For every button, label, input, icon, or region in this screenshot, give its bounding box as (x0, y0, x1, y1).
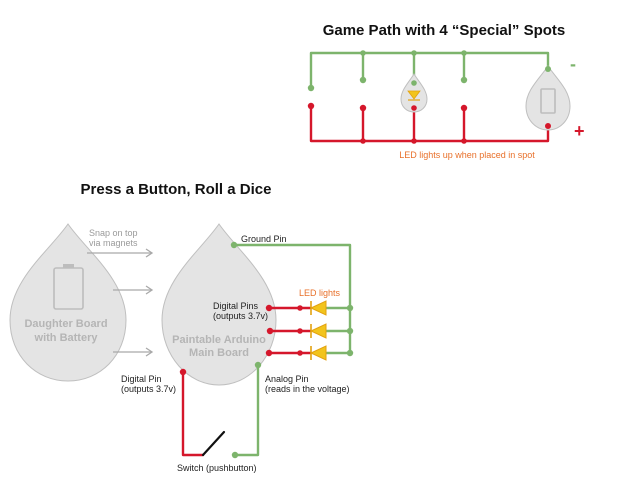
minus-sign: - (570, 54, 576, 74)
led-icon (309, 300, 327, 316)
led-2 (309, 323, 327, 339)
battery-terminal (63, 264, 74, 268)
game-path-ground-wire (307, 50, 550, 92)
led-icon (407, 90, 421, 100)
digital-pin-label: Digital Pin (121, 374, 162, 384)
plus-sign: + (574, 121, 585, 141)
led-caption: LED lights up when placed in spot (399, 150, 535, 160)
game-path-title: Game Path with 4 “Special” Spots (323, 22, 566, 39)
press-button-title: Press a Button, Roll a Dice (81, 181, 272, 198)
snap-label-sub: via magnets (89, 238, 138, 248)
led-lights-label: LED lights (299, 288, 341, 298)
daughter-board-sublabel: with Battery (34, 332, 99, 344)
battery-drop (525, 65, 571, 131)
digital-pin-sublabel: (outputs 3.7v) (121, 384, 176, 394)
daughter-board-label: Daughter Board (24, 318, 107, 330)
ground-wire (230, 241, 354, 357)
digital-pins-sublabel: (outputs 3.7v) (213, 311, 268, 321)
led-icon (309, 323, 327, 339)
switch-label: Switch (pushbutton) (177, 463, 257, 473)
main-board-label: Paintable Arduino (172, 334, 266, 346)
main-board-sublabel: Main Board (189, 347, 249, 359)
battery-icon (540, 88, 556, 114)
led-1 (309, 300, 327, 316)
digital-pins-label: Digital Pins (213, 301, 259, 311)
snap-arrows (87, 248, 154, 357)
digital-pin-wires (265, 304, 312, 357)
analog-pin-sublabel: (reads in the voltage) (265, 384, 350, 394)
game-path-power-wire (307, 102, 550, 144)
main-board: Paintable Arduino Main Board (161, 223, 277, 386)
led-icon (309, 345, 327, 361)
analog-pin-label: Analog Pin (265, 374, 309, 384)
snap-label: Snap on top (89, 228, 138, 238)
switch-lever (201, 430, 226, 457)
special-spot-led-drop (400, 73, 428, 113)
switch-circuit (179, 361, 262, 459)
led-3 (309, 345, 327, 361)
daughter-board: Daughter Board with Battery (9, 223, 127, 382)
ground-pin-label: Ground Pin (241, 234, 287, 244)
